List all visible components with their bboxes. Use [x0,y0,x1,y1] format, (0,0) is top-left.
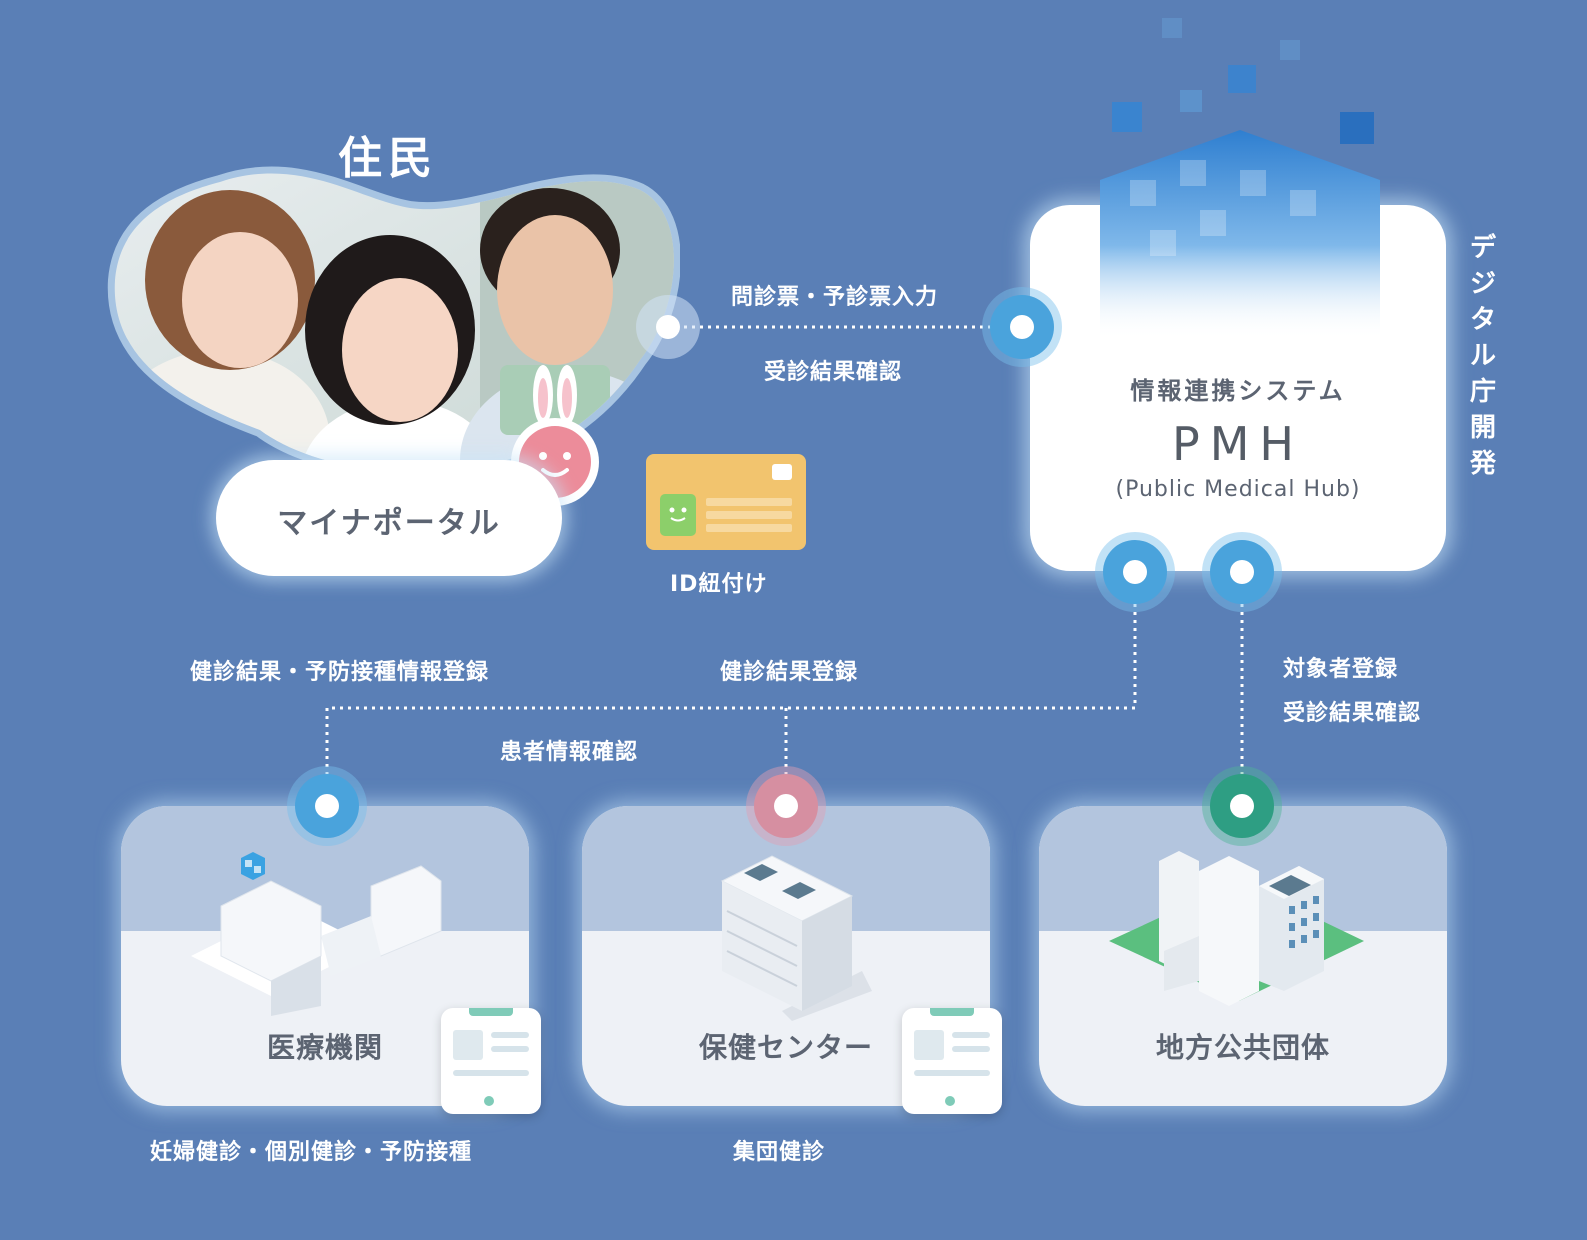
facility-name-local-gov: 地方公共団体 [1155,1031,1330,1064]
local-gov-connector-node [1210,774,1274,838]
caption-health-center: 集団健診 [733,1140,826,1165]
label-questionnaire-input: 問診票・予診票入力 [731,285,939,310]
label-health-register: 健診結果登録 [720,660,859,685]
id-card-icon [646,454,806,550]
pmh-bottom-left-node [1103,540,1167,604]
label-local-result-check: 受診結果確認 [1283,701,1422,726]
pmh-medical-line [325,572,1137,805]
medical-connector-node [295,774,359,838]
caption-medical: 妊婦健診・個別健診・予防接種 [150,1140,473,1165]
health-center-building-icon [720,855,872,1021]
cube-cluster-icon [1100,18,1380,340]
health-center-connector-node [754,774,818,838]
pmh-bottom-right-node [1210,540,1274,604]
label-patient-check: 患者情報確認 [500,740,639,765]
pmh-left-connector-node [990,295,1054,359]
label-portal-result-check: 受診結果確認 [764,360,903,385]
facility-name-medical: 医療機関 [266,1031,383,1064]
tablet-icon [441,1008,541,1114]
label-target-register: 対象者登録 [1283,657,1399,682]
hospital-building-icon [191,852,442,1016]
developer-label: デジタル庁開発 [1470,233,1497,479]
label-id-link: ID紐付け [670,572,768,597]
facility-name-health-center: 保健センター [698,1031,873,1064]
facility-card-local-gov[interactable]: 地方公共団体 [1039,806,1447,1106]
label-medical-register: 健診結果・予防接種情報登録 [190,660,490,685]
pmh-name: PMH [1171,417,1305,471]
pmh-system-label: 情報連携システム [1130,377,1346,405]
myna-portal-label: マイナポータル [277,506,501,541]
pmh-full-name: (Public Medical Hub) [1115,477,1361,502]
tablet-icon [902,1008,1002,1114]
myna-portal-box[interactable]: マイナポータル [216,460,562,576]
resident-title: 住民 [338,133,438,184]
family-photo [107,166,680,480]
city-hall-building-icon [1109,851,1364,1006]
portal-connector-node [636,295,700,359]
